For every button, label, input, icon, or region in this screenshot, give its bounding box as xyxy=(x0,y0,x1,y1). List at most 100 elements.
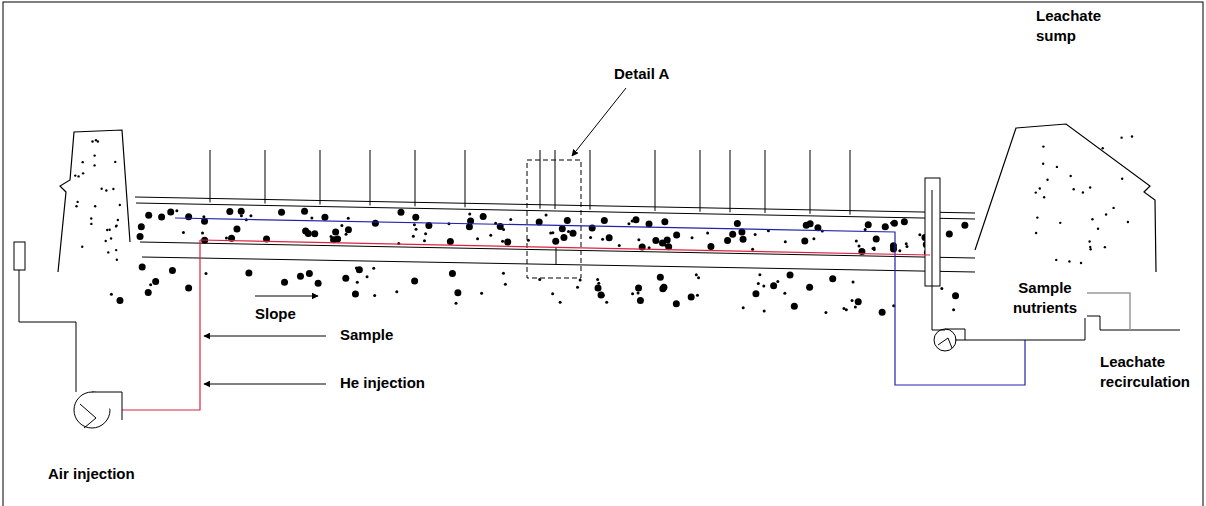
gravel-dot xyxy=(332,228,339,235)
gravel-dot xyxy=(97,140,99,142)
gravel-dot xyxy=(1080,262,1082,264)
gravel-dot xyxy=(576,286,579,289)
gravel-dot xyxy=(411,278,418,285)
gravel-dot xyxy=(225,237,228,240)
gravel-dot xyxy=(167,209,174,216)
gravel-dot xyxy=(961,222,968,229)
gravel-dot xyxy=(104,240,106,242)
gravel-dot xyxy=(415,228,418,231)
gravel-dot xyxy=(1131,135,1133,137)
gravel-dot xyxy=(757,282,760,285)
left-berm xyxy=(58,130,130,272)
gravel-dot xyxy=(606,234,613,241)
sump-pipe xyxy=(932,286,933,330)
gravel-dot xyxy=(1043,196,1045,198)
sample-arrow xyxy=(204,336,326,337)
gravel-dot xyxy=(740,236,747,243)
gravel-dot xyxy=(90,223,92,225)
leachate-sump xyxy=(925,178,940,286)
gravel-dot xyxy=(918,233,921,236)
gravel-dot xyxy=(1082,191,1084,193)
injection-arrow xyxy=(204,384,326,385)
gravel-dot xyxy=(770,282,777,289)
gravel-dot xyxy=(851,299,854,302)
gravel-dot xyxy=(169,267,176,274)
gravel-dot xyxy=(661,218,668,225)
gravel-dot xyxy=(952,308,955,311)
gravel-dot xyxy=(1036,216,1038,218)
gravel-dot xyxy=(752,290,759,297)
probe-line xyxy=(210,150,211,202)
gravel-dot xyxy=(1035,232,1037,234)
gravel-dot xyxy=(107,251,109,253)
gravel-dot xyxy=(373,294,376,297)
gravel-dot xyxy=(552,238,559,245)
gravel-dot xyxy=(330,235,333,238)
gravel-dot xyxy=(480,292,483,295)
gravel-dot xyxy=(632,216,639,223)
gravel-dot xyxy=(100,188,102,190)
gravel-dot xyxy=(631,292,634,295)
gravel-dot xyxy=(345,233,348,236)
callout-label: He injection xyxy=(338,373,427,393)
gravel-dot xyxy=(873,235,880,242)
gravel-dot xyxy=(117,219,119,221)
gravel-dot xyxy=(559,301,562,304)
gravel-dot xyxy=(762,284,765,287)
gravel-dot xyxy=(564,217,571,224)
gravel-dot xyxy=(1046,179,1048,181)
gravel-dot xyxy=(281,279,288,286)
gravel-dot xyxy=(347,217,350,220)
gravel-dot xyxy=(952,292,959,299)
gravel-dot xyxy=(688,293,695,300)
gravel-dot xyxy=(784,240,787,243)
gravel-dot xyxy=(595,284,602,291)
gravel-dot xyxy=(1059,222,1061,224)
slope-arrow xyxy=(255,296,318,297)
gravel-dot xyxy=(77,175,79,177)
gravel-dot xyxy=(652,237,659,244)
gravel-dot xyxy=(1039,187,1041,189)
gravel-dot xyxy=(865,221,872,228)
gravel-dot xyxy=(116,297,123,304)
gravel-dot xyxy=(297,273,304,280)
gravel-dot xyxy=(858,245,861,248)
gravel-dot xyxy=(627,222,630,225)
gravel-dot xyxy=(560,234,567,241)
gravel-dot xyxy=(801,237,808,244)
gravel-dot xyxy=(882,223,889,230)
gravel-dot xyxy=(182,231,185,234)
probe-line xyxy=(370,150,371,205)
gravel-dot xyxy=(93,164,95,166)
gravel-dot xyxy=(707,243,714,250)
gravel-dot xyxy=(549,232,552,235)
gravel-dot xyxy=(598,291,605,298)
gravel-dot xyxy=(110,293,113,296)
gravel-dot xyxy=(706,231,709,234)
gravel-dot xyxy=(201,232,204,235)
gravel-dot xyxy=(93,154,95,156)
gravel-dot xyxy=(116,259,118,261)
gravel-dot xyxy=(311,230,318,237)
probe-line xyxy=(465,150,466,207)
gravel-dot xyxy=(724,237,731,244)
gravel-dot xyxy=(812,237,815,240)
probe-line xyxy=(730,150,731,212)
gravel-dot xyxy=(185,285,192,292)
gravel-dot xyxy=(480,213,487,220)
gravel-dot xyxy=(829,275,836,282)
gravel-dot xyxy=(245,269,252,276)
gravel-dot xyxy=(412,235,415,238)
gravel-dot xyxy=(115,249,117,251)
gravel-dot xyxy=(75,205,77,207)
gravel-dot xyxy=(890,222,893,225)
gravel-dot xyxy=(695,273,698,276)
gravel-dot xyxy=(806,284,813,291)
gravel-dot xyxy=(1042,163,1044,165)
gravel-dot xyxy=(567,230,570,233)
gravel-dot xyxy=(536,218,543,225)
gravel-dot xyxy=(673,232,680,239)
gravel-dot xyxy=(454,289,461,296)
probe-line xyxy=(765,150,766,213)
